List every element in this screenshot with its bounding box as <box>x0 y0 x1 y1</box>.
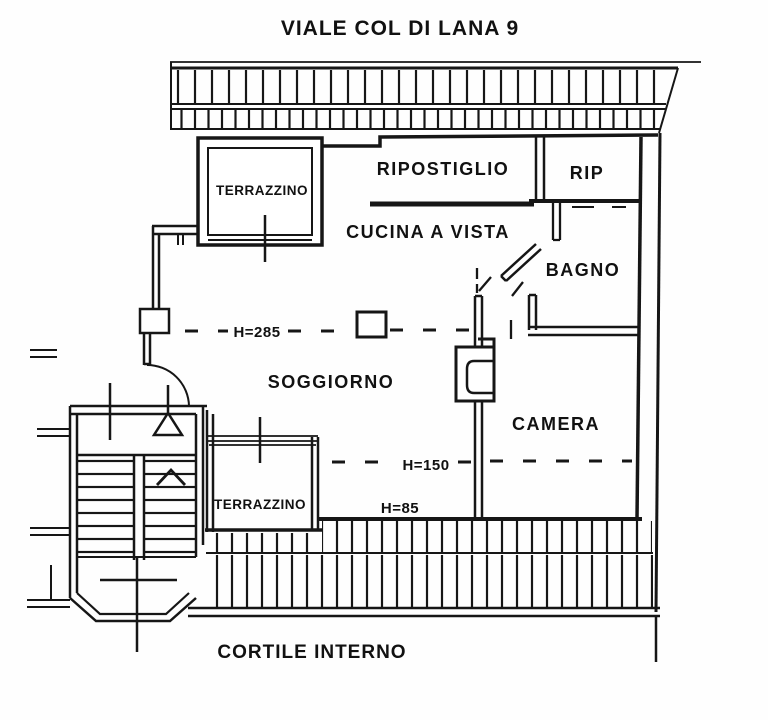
stairs-center-divider <box>132 455 146 560</box>
wall-divider-lower <box>473 400 484 519</box>
stairs-landing-top-wall <box>70 404 207 416</box>
terrazzino-bottom-room <box>205 410 322 532</box>
band-hatch-row1 <box>172 70 668 103</box>
stairs-left-wall <box>68 406 79 598</box>
bottom-hatch-row1a <box>322 521 652 552</box>
height-label-h150: H=150 <box>402 457 449 474</box>
stairs-arrow-head <box>151 410 185 437</box>
height-dashed-lines <box>185 328 632 464</box>
band-right-edge <box>658 67 679 134</box>
top-hatch-band <box>170 61 701 134</box>
stairs-right-flight <box>145 456 196 556</box>
stairs-bottom-outer <box>69 597 197 623</box>
room-label-ripostiglio: RIPOSTIGLIO <box>377 159 510 179</box>
stairs-lower-landing-cross <box>100 556 177 652</box>
terrazzino-top-inner <box>207 147 313 236</box>
terrazzino-bottom-right-wall <box>310 437 320 530</box>
bottom-hatch-row2 <box>206 555 653 607</box>
bottom-hatch-band <box>188 521 660 662</box>
stairs-right-wall <box>194 406 205 557</box>
bottom-band-bottom-line <box>188 606 660 618</box>
staircase <box>27 349 207 652</box>
bagno-door-leaf <box>500 243 542 282</box>
room-label-terrazzino-top: TERRAZZINO <box>216 183 308 198</box>
room-label-soggiorno: SOGGIORNO <box>268 372 395 392</box>
wall-right-outer <box>654 132 662 613</box>
room-label-camera: CAMERA <box>512 414 600 434</box>
skylight-box <box>355 310 388 339</box>
wall-bagno-door-stub <box>551 201 562 242</box>
room-label-terrazzino-bottom: TERRAZZINO <box>214 497 306 512</box>
terrazzino-top-room <box>196 136 324 262</box>
labels: VIALE COL DI LANA 9 TERRAZZINO RIPOSTIGL… <box>214 17 621 663</box>
stairs-bottom-inner <box>76 592 190 616</box>
wall-left-tick <box>177 234 184 245</box>
room-label-cucina: CUCINA A VISTA <box>346 222 510 242</box>
flue-fixture <box>454 337 496 403</box>
flue-tab <box>478 337 496 347</box>
wall-top <box>322 133 659 148</box>
internal-walls <box>370 137 642 519</box>
doors <box>146 243 542 407</box>
wall-niche <box>138 307 171 335</box>
stairs-up-chevron <box>155 467 187 486</box>
left-wall-stub-a <box>30 349 57 358</box>
courtyard-label: CORTILE INTERNO <box>217 642 406 663</box>
flue-channel <box>465 359 494 395</box>
left-wall-stub-b <box>37 428 70 437</box>
height-label-h285: H=285 <box>233 324 280 341</box>
wall-bagno-bottom <box>528 325 640 337</box>
terrazzino-bottom-left-wall <box>205 410 215 532</box>
terrazzino-bottom-glazing <box>207 435 318 446</box>
wall-left-v3 <box>142 333 152 366</box>
room-label-bagno: BAGNO <box>546 260 621 280</box>
height-label-h85: H=85 <box>381 500 419 517</box>
wall-bagno-left-lower <box>527 293 538 330</box>
stairs-left-flight <box>78 456 134 556</box>
terrazzino-top-outer <box>196 136 324 247</box>
bagno-door-swing-dashes <box>478 276 524 297</box>
left-wall-stub-e <box>27 599 70 608</box>
room-label-rip: RIP <box>570 163 605 183</box>
bottom-hatch-row1b <box>206 533 318 552</box>
wall-rip-left <box>534 137 546 202</box>
left-wall-stub-c <box>30 527 70 536</box>
entrance-door-arc <box>146 364 190 407</box>
band-hatch-row2 <box>172 110 664 128</box>
plan-title: VIALE COL DI LANA 9 <box>281 17 519 40</box>
